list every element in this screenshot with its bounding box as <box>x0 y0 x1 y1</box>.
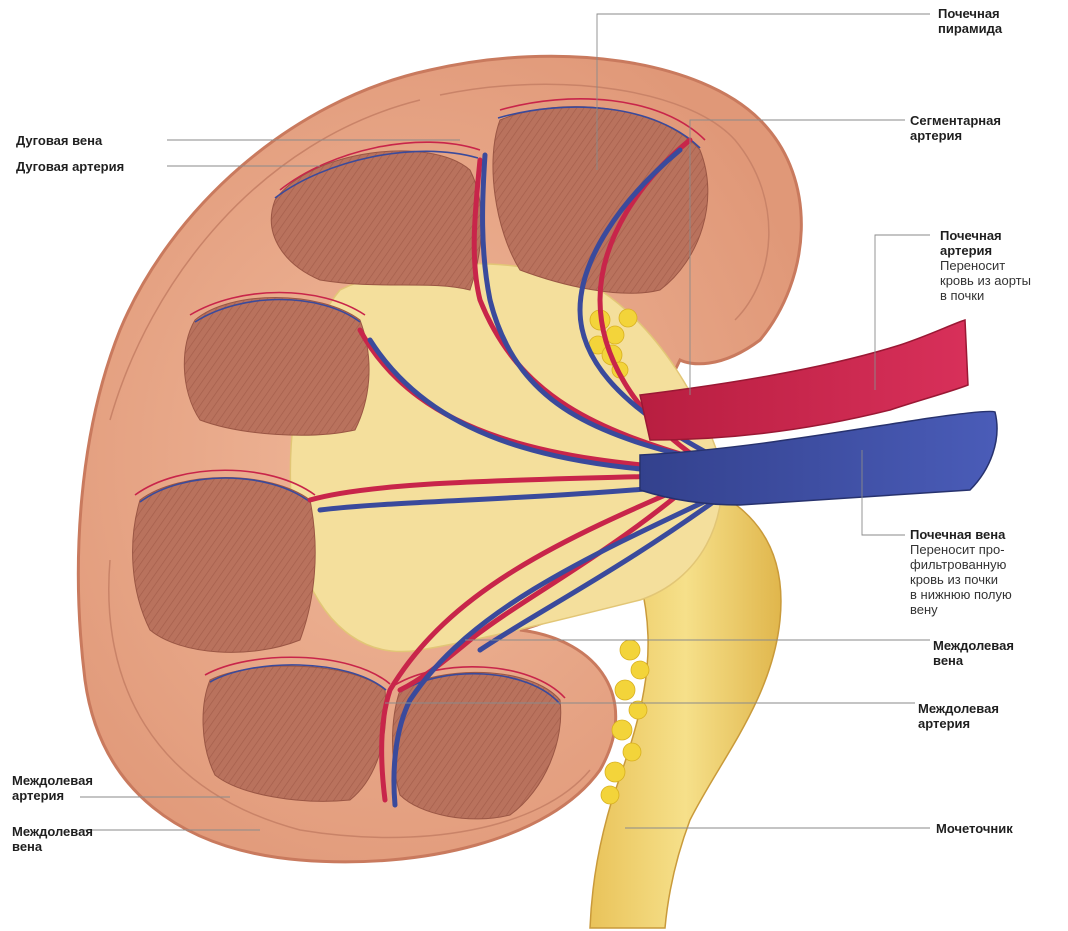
label-renal-pyramid: Почечная пирамида <box>938 6 1002 36</box>
label-title: Междолевая вена <box>12 824 93 854</box>
label-title: Сегментарная артерия <box>910 113 1001 143</box>
label-renal-vein: Почечная вена Переносит про- фильтрованн… <box>910 527 1012 617</box>
label-arcuate-vein: Дуговая вена <box>16 133 102 148</box>
renal-pyramid <box>184 298 369 436</box>
label-title: Почечная вена <box>910 527 1012 542</box>
renal-pyramid <box>133 478 316 653</box>
label-interlobar-artery-right: Междолевая артерия <box>918 701 999 731</box>
label-title: Почечная артерия <box>940 228 1031 258</box>
label-title: Междолевая вена <box>933 638 1014 668</box>
renal-pyramid <box>203 666 386 801</box>
label-description: Переносит кровь из аорты в почки <box>940 258 1031 303</box>
label-interlobar-vein-right: Междолевая вена <box>933 638 1014 668</box>
label-title: Почечная пирамида <box>938 6 1002 36</box>
label-description: Переносит про- фильтрованную кровь из по… <box>910 542 1012 617</box>
label-title: Дуговая вена <box>16 133 102 148</box>
label-interlobar-vein-left: Междолевая вена <box>12 824 93 854</box>
label-title: Дуговая артерия <box>16 159 124 174</box>
label-segmental-artery: Сегментарная артерия <box>910 113 1001 143</box>
label-interlobar-artery-left: Междолевая артерия <box>12 773 93 803</box>
label-title: Мочеточник <box>936 821 1013 836</box>
label-title: Междолевая артерия <box>918 701 999 731</box>
renal-pyramid <box>493 107 708 294</box>
label-title: Междолевая артерия <box>12 773 93 803</box>
label-ureter: Мочеточник <box>936 821 1013 836</box>
label-arcuate-artery: Дуговая артерия <box>16 159 124 174</box>
label-renal-artery: Почечная артерия Переносит кровь из аорт… <box>940 228 1031 303</box>
